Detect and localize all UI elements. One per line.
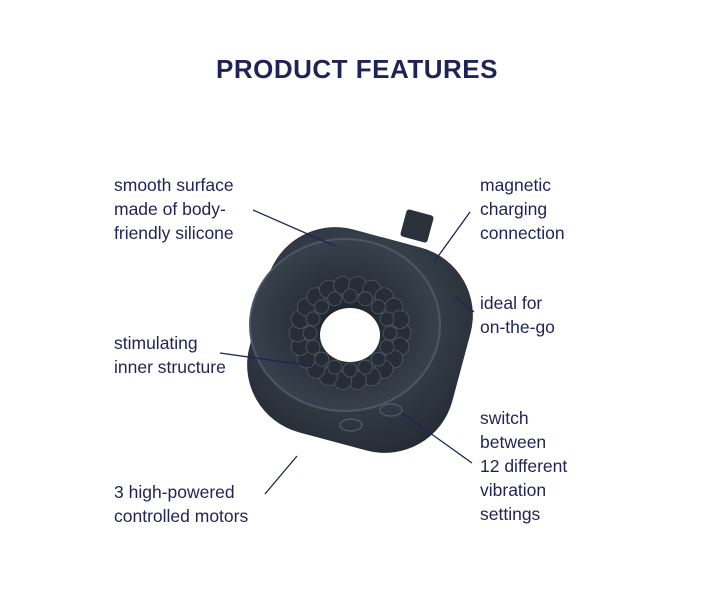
leader-lines — [219, 209, 475, 495]
bead — [305, 339, 321, 355]
bead — [379, 311, 395, 327]
bead — [370, 299, 386, 315]
bead — [327, 359, 343, 375]
feature-surface: smooth surface made of body- friendly si… — [114, 175, 234, 243]
plus-button-icon[interactable] — [379, 403, 403, 417]
feature-portable: ideal for on-the-go — [480, 293, 555, 337]
center-hole — [320, 308, 380, 362]
charging-tab — [400, 209, 434, 243]
bead — [314, 299, 330, 315]
bead — [379, 339, 395, 355]
minus-button-icon[interactable] — [339, 418, 363, 432]
bead — [382, 325, 398, 341]
bead — [327, 291, 343, 307]
feature-charging: magnetic charging connection — [480, 175, 565, 243]
bead — [342, 288, 358, 304]
bead — [357, 291, 373, 307]
inner-beads — [288, 276, 412, 390]
feature-vibration: switch between 12 different vibration se… — [480, 408, 568, 524]
bead — [314, 351, 330, 367]
bead — [302, 325, 318, 341]
bead — [357, 359, 373, 375]
bead — [342, 362, 358, 378]
bead — [370, 351, 386, 367]
page-title: PRODUCT FEATURES — [216, 54, 498, 84]
feature-inner-structure: stimulating inner structure — [114, 333, 226, 377]
feature-motors: 3 high-powered controlled motors — [114, 482, 249, 526]
bead — [305, 311, 321, 327]
